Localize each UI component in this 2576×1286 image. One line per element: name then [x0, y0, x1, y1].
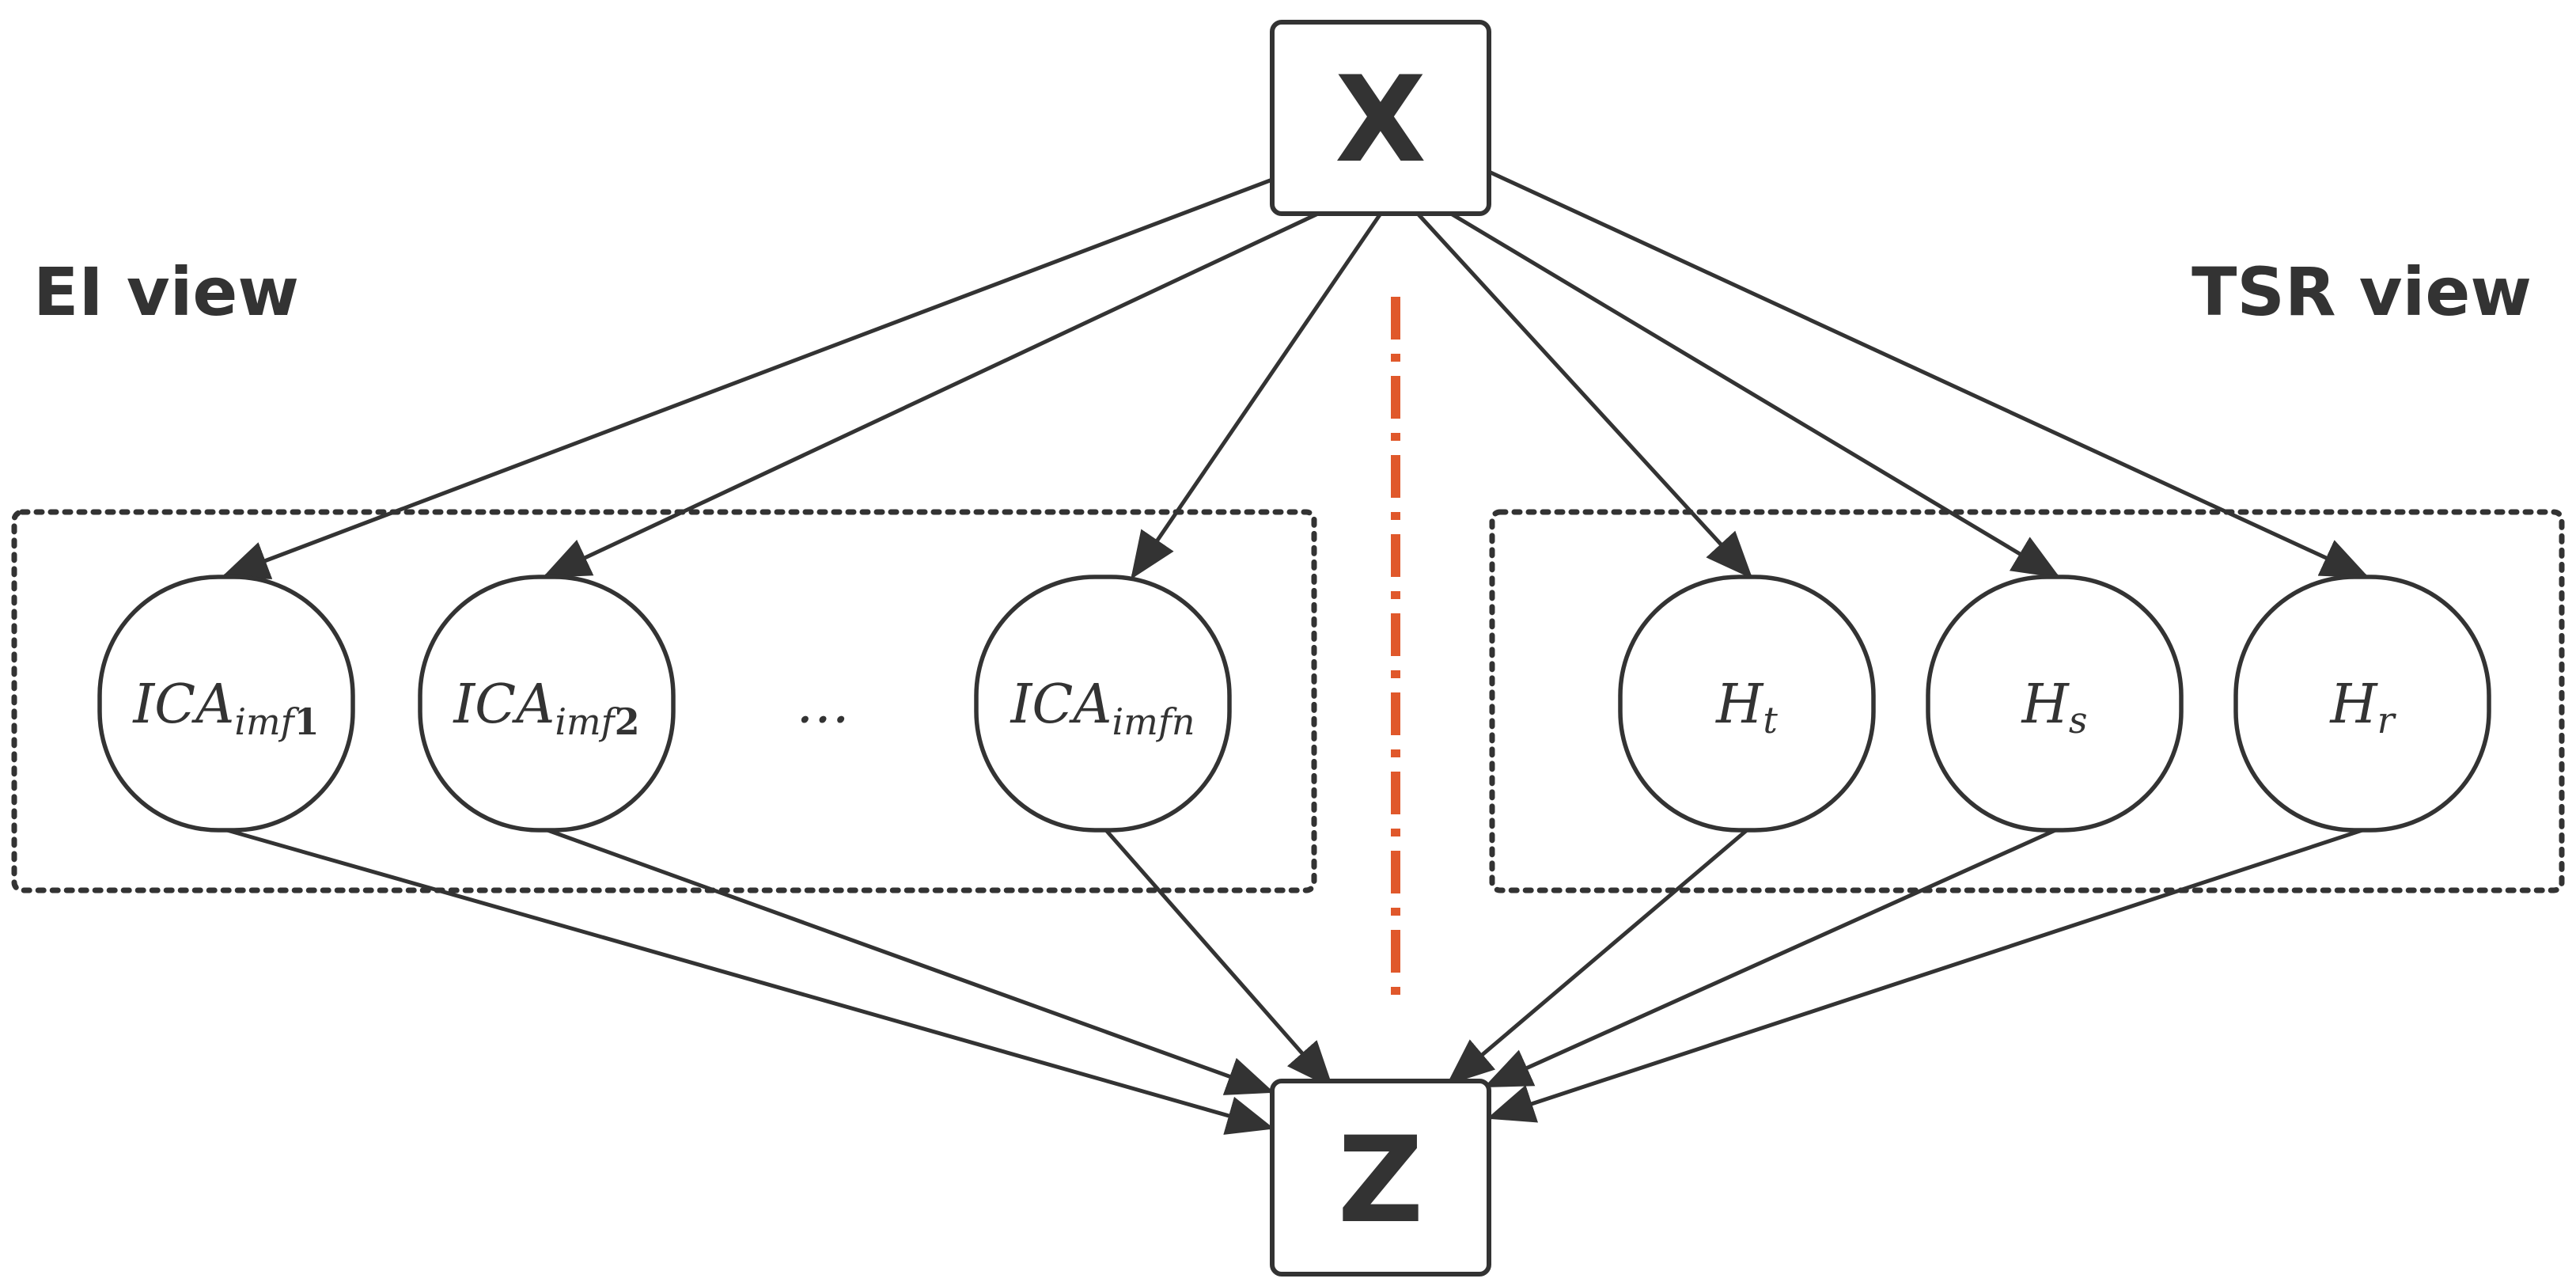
- tsr-node-hs: Hs: [1926, 575, 2184, 833]
- ei-view-label: EI view: [33, 253, 299, 331]
- ei-view-group: [11, 509, 1317, 893]
- edge-ica1-z: [226, 828, 1275, 1135]
- tsr-node-hr: Hr: [2233, 575, 2491, 833]
- ei-node-ica-imf2: ICAimf2: [418, 575, 676, 833]
- ei-node-ica-imf1: ICAimf1: [97, 575, 355, 833]
- edges-from-x: [221, 169, 2370, 580]
- tsr-view-label: TSR view: [2191, 253, 2532, 331]
- tsr-node-label: Hs: [2021, 673, 2088, 742]
- ei-node-ellipsis: …: [796, 673, 850, 736]
- edge-ht-z: [1446, 829, 1748, 1086]
- node-z: Z: [1270, 1079, 1491, 1277]
- tsr-node-ht: Ht: [1618, 575, 1876, 833]
- node-x: X: [1270, 20, 1491, 216]
- tsr-view-group: [1489, 509, 2565, 893]
- node-x-label: X: [1335, 51, 1426, 189]
- edge-x-hr: [1487, 169, 2370, 579]
- tsr-node-label: Ht: [1714, 673, 1778, 742]
- ei-node-label: ICAimf2: [452, 673, 639, 744]
- edge-x-ht: [1416, 212, 1753, 579]
- edge-ica2-z: [547, 828, 1275, 1095]
- edge-hr-z: [1487, 828, 2363, 1123]
- edge-hs-z: [1483, 828, 2057, 1088]
- edge-x-hs: [1449, 211, 2061, 579]
- edge-x-ican: [1131, 212, 1383, 580]
- edge-x-ica2: [542, 211, 1320, 579]
- ei-node-label: ICAimfn: [1010, 673, 1195, 744]
- edge-x-ica1: [221, 177, 1273, 579]
- ei-node-label: ICAimf1: [131, 673, 319, 744]
- tsr-node-label: Hr: [2328, 673, 2396, 742]
- edges-to-z: [226, 828, 2363, 1135]
- ei-node-ica-imfn: ICAimfn: [974, 575, 1232, 833]
- edge-ican-z: [1104, 829, 1334, 1089]
- node-z-label: Z: [1338, 1112, 1424, 1250]
